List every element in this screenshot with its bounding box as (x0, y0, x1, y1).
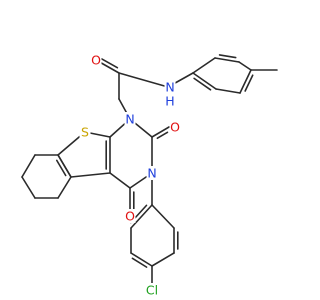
bond (55, 159, 67, 177)
amide-hydrogen: H (165, 94, 174, 109)
bond (214, 57, 240, 63)
bond (192, 57, 216, 74)
chlorine-atom: Cl (146, 283, 158, 298)
bond (130, 204, 153, 229)
bond (193, 77, 212, 91)
bond (109, 172, 131, 189)
bond (130, 252, 153, 267)
atom-label-background (79, 125, 91, 139)
amide-nitrogen: N (165, 80, 174, 95)
carbonyl-oxygen-2: O (170, 120, 180, 135)
bond (238, 61, 252, 71)
carbonyl-oxygen-4: O (125, 209, 135, 224)
atom-label-background (90, 53, 102, 67)
atom-label-background (124, 112, 136, 126)
atom-label-background (164, 94, 176, 108)
amide-oxygen: O (91, 53, 101, 68)
atom-label-background (146, 166, 158, 180)
sulfur-atom: S (81, 125, 89, 140)
bond (57, 176, 72, 199)
bond (156, 131, 169, 140)
bond (70, 172, 111, 178)
ring-nitrogen-1: N (125, 112, 134, 127)
bond (21, 176, 36, 199)
bond (151, 204, 175, 229)
bond (244, 74, 254, 92)
bond (131, 257, 148, 268)
bond (151, 252, 175, 267)
ring-nitrogen-3: N (147, 166, 156, 181)
atom-label-background (164, 80, 176, 94)
bond (239, 69, 252, 94)
bond (100, 57, 119, 69)
atom-label-background (144, 283, 160, 297)
bond (215, 88, 241, 94)
bond (218, 54, 237, 59)
bond (151, 126, 170, 138)
atom-label-background (169, 120, 181, 134)
atom-label-background (124, 209, 136, 223)
bond (192, 72, 217, 90)
bond (57, 154, 72, 178)
bond (118, 72, 169, 88)
bond (21, 154, 36, 178)
